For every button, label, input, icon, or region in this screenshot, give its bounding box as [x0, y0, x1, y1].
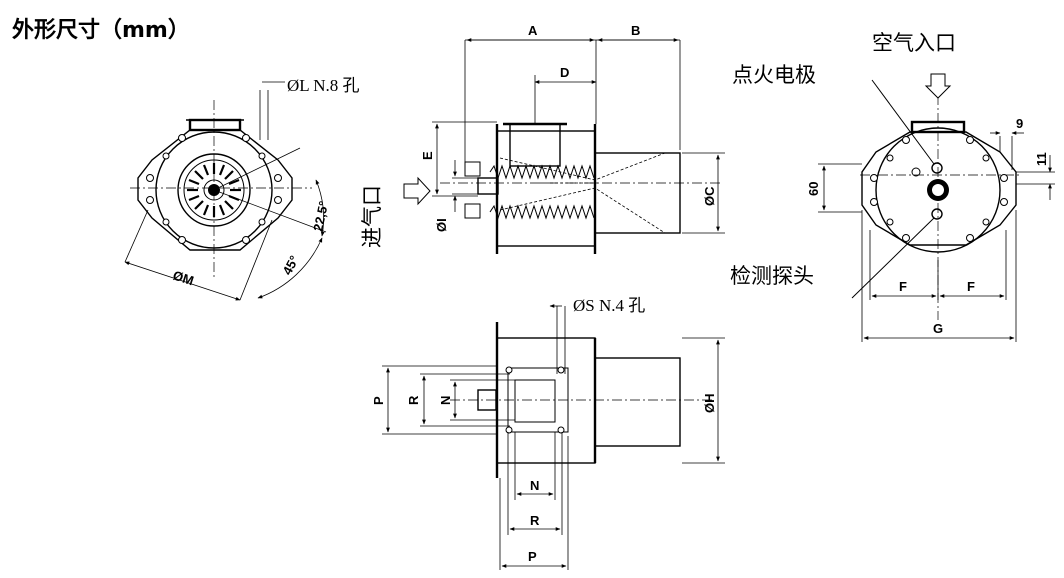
dim-9: 9 — [1016, 116, 1023, 131]
dim-60: 60 — [806, 182, 821, 196]
dim-F-right: F — [967, 279, 975, 294]
page-title: 外形尺寸（mm） — [12, 18, 190, 43]
front-view-left — [124, 81, 327, 301]
hole-S-note: ØS N.4 孔 — [573, 296, 645, 315]
front-view-right — [818, 73, 1055, 342]
dim-angle-45: 45° — [279, 253, 301, 277]
dim-N-horizontal: N — [530, 478, 539, 493]
dim-E: E — [420, 151, 435, 160]
dim-F-left: F — [899, 279, 907, 294]
dim-angle-22-5: 22,5° — [310, 200, 331, 233]
side-view-center — [403, 38, 725, 254]
dim-C: ØC — [702, 186, 717, 206]
air-inlet-arrow-icon — [924, 73, 952, 99]
dim-A: A — [528, 23, 538, 38]
gas-inlet-label: 进气口 — [360, 185, 384, 248]
ignition-electrode-label: 点火电极 — [732, 63, 816, 87]
dim-D: D — [560, 65, 569, 80]
dim-11: 11 — [1034, 152, 1049, 166]
hole-L-note: ØL N.8 孔 — [287, 76, 360, 95]
dim-I: ØI — [434, 218, 449, 232]
dim-H: ØH — [702, 394, 717, 414]
detection-probe-label: 检测探头 — [730, 264, 814, 288]
dim-B: B — [631, 23, 640, 38]
dim-R-vertical: R — [406, 395, 421, 405]
side-view-bottom — [382, 304, 725, 570]
air-inlet-label: 空气入口 — [872, 31, 956, 55]
gas-inlet-arrow-icon — [403, 176, 431, 206]
electrode-spring-top — [489, 164, 595, 180]
dim-G: G — [933, 321, 943, 336]
dim-R-horizontal: R — [530, 513, 540, 528]
dim-M: ØM — [171, 268, 196, 289]
dim-N-vertical: N — [438, 396, 453, 405]
dim-P-horizontal: P — [528, 549, 537, 564]
dim-P-vertical: P — [371, 396, 386, 405]
electrode-spring-bottom — [489, 204, 595, 220]
